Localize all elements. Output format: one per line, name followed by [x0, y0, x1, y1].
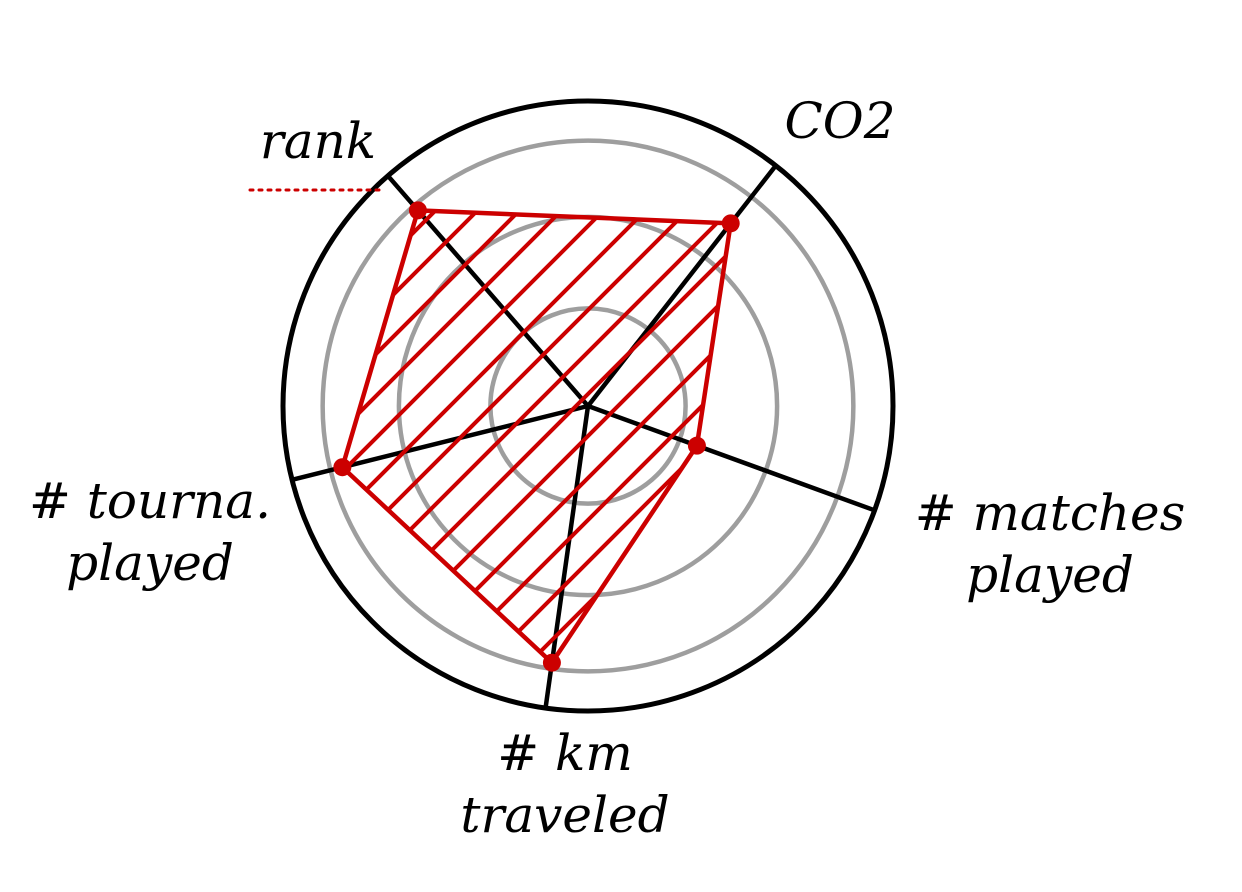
hatch-line [594, 210, 731, 663]
hatch-line [342, 210, 731, 663]
hatch-line [342, 210, 731, 663]
series-polygon-group [248, 188, 740, 672]
axis-label: CO2 [784, 92, 895, 150]
series-polygon [340, 208, 733, 665]
hatch-line [342, 210, 474, 663]
grid-ring [320, 138, 856, 674]
data-point [333, 458, 352, 477]
axis-label-line: CO2 [784, 92, 895, 150]
axis-label: rank [260, 112, 376, 170]
hatch-line [678, 210, 731, 663]
hatch-line [342, 210, 516, 663]
axis-label-line: played [966, 546, 1134, 604]
axis-label: # tourna.played [29, 472, 271, 592]
hatched-area [342, 6, 1242, 806]
hatch-line [636, 210, 731, 663]
hatch-line [848, 6, 1242, 806]
hatch-line [342, 210, 731, 663]
hatch-line [342, 210, 731, 663]
hatch-line [342, 210, 731, 663]
data-point [687, 436, 706, 455]
data-point [721, 214, 740, 233]
outer-circle [280, 98, 896, 714]
axis-label-line: rank [260, 112, 376, 170]
hatch-line [342, 210, 731, 663]
data-point [542, 653, 561, 672]
axis-label-line: played [66, 534, 234, 592]
hatch-lines [342, 6, 1242, 806]
axis-label-line: # tourna. [29, 472, 271, 530]
axis-spoke [585, 163, 779, 409]
hatch-line [342, 210, 731, 663]
hatch-line [342, 210, 731, 663]
axis-spoke [585, 403, 877, 513]
data-point [408, 201, 427, 220]
axis-label-line: # km [497, 724, 633, 782]
axis-label-line: # matches [915, 484, 1186, 542]
axis-label-line: traveled [460, 786, 669, 844]
